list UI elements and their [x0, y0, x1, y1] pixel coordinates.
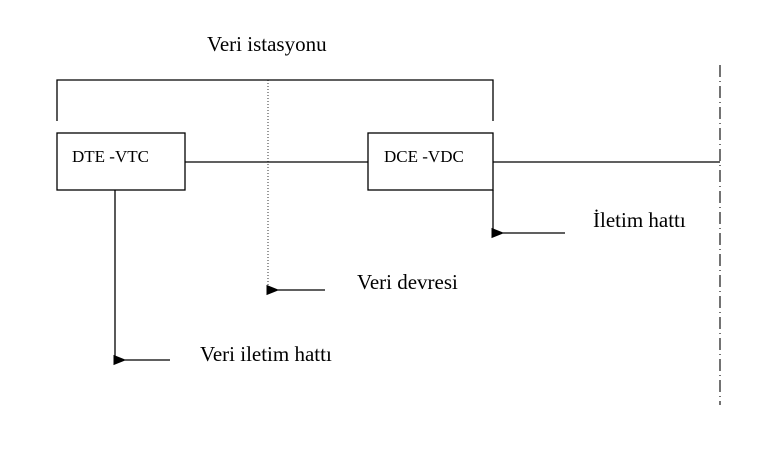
data-circuit-label: Veri devresi: [357, 270, 458, 294]
station-title: Veri istasyonu: [207, 32, 327, 56]
station-bracket: [56, 79, 494, 121]
transmission-line-label: İletim hattı: [593, 208, 686, 232]
data-transmission-line-label: Veri iletim hattı: [200, 342, 332, 366]
dte-label: DTE -VTC: [72, 147, 149, 166]
dce-label: DCE -VDC: [384, 147, 464, 166]
